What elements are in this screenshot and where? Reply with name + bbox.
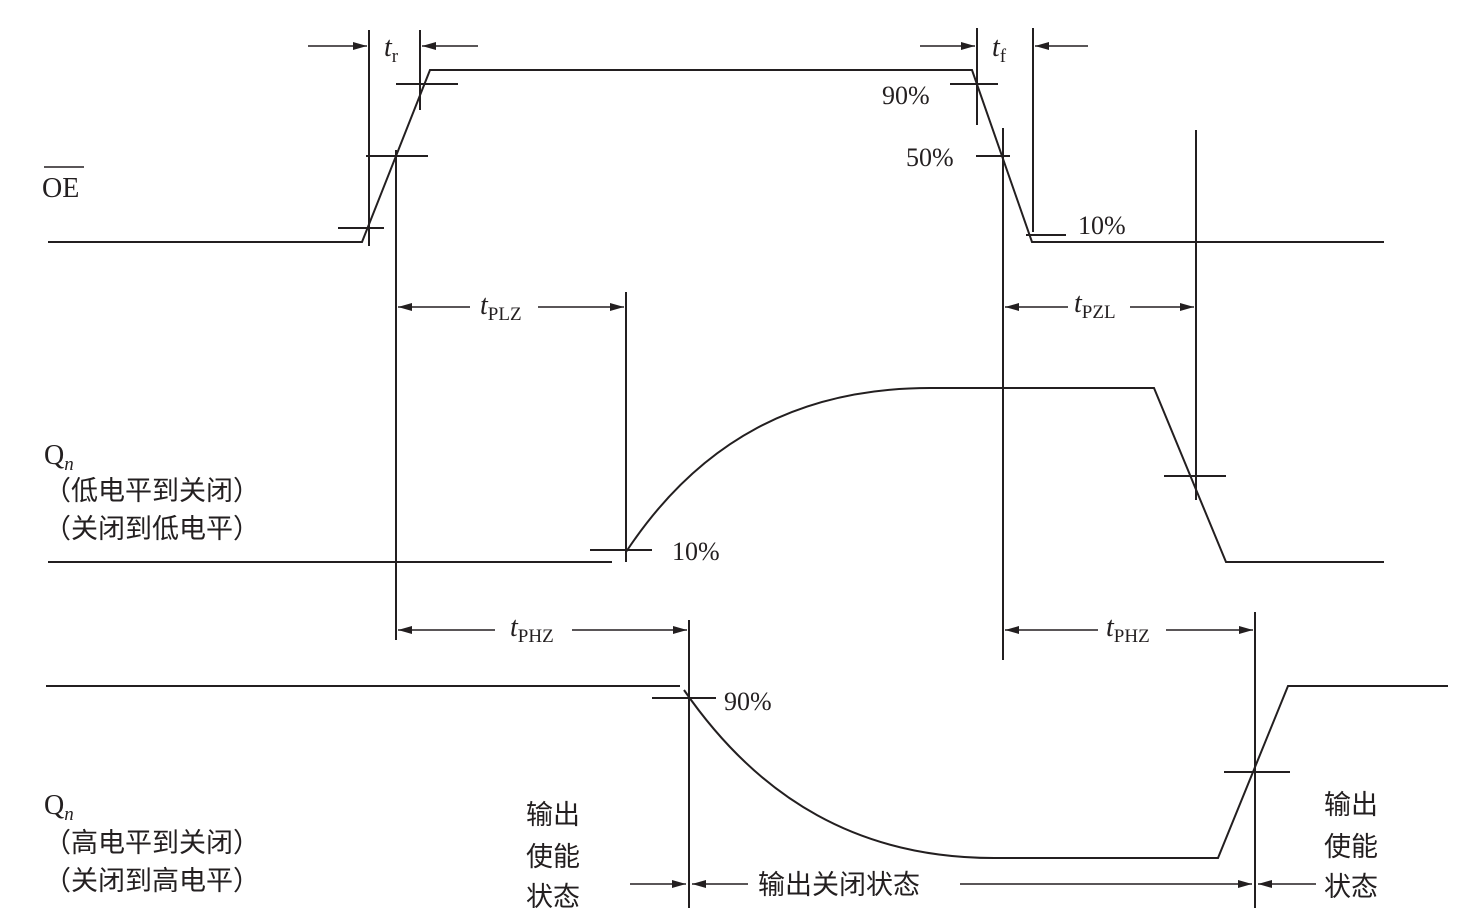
qn2-name: Q	[44, 790, 64, 821]
oe-90-percent: 90%	[882, 81, 930, 110]
svg-text:Qn: Qn	[44, 790, 74, 825]
qn1-10-percent: 10%	[672, 537, 720, 566]
oe-text: OE	[42, 173, 79, 204]
qn1-name: Q	[44, 440, 64, 471]
qn-low-signal-label: Qn （低电平到关闭） （关闭到低电平）	[44, 440, 260, 545]
qn1-description-1: （低电平到关闭）	[44, 476, 260, 507]
tf-label: tf	[992, 32, 1007, 67]
svg-text:输出: 输出	[1324, 790, 1378, 821]
qn2-90-percent: 90%	[724, 687, 772, 716]
oe-50-percent: 50%	[906, 143, 954, 172]
qn2-description-1: （高电平到关闭）	[44, 828, 260, 859]
oe-waveform	[48, 69, 1384, 243]
tphz2-label: tPHZ	[1106, 612, 1150, 647]
svg-text:使能: 使能	[1324, 832, 1378, 863]
tpzl-label: tPZL	[1074, 288, 1116, 323]
output-disabled-state: 输出关闭状态	[758, 870, 920, 901]
svg-text:使能: 使能	[526, 842, 580, 873]
output-enable-state-left: 输出 使能 状态	[526, 800, 580, 913]
oe-signal-label: OE	[42, 166, 84, 204]
svg-text:状态: 状态	[1324, 872, 1378, 903]
qn1-description-2: （关闭到低电平）	[44, 514, 260, 545]
qn1-subscript: n	[64, 454, 74, 475]
tphz1-label: tPHZ	[510, 612, 554, 647]
qn-low-waveform	[48, 387, 1384, 563]
tf-extension-lines	[976, 28, 1034, 232]
oe-10-percent: 10%	[1078, 211, 1126, 240]
qn-high-waveform	[46, 685, 1448, 859]
qn2-description-2: （关闭到高电平）	[44, 866, 260, 897]
svg-text:Qn: Qn	[44, 440, 74, 475]
tplz-label: tPLZ	[480, 290, 522, 325]
output-enable-state-right: 输出 使能 状态	[1324, 790, 1378, 903]
qn2-subscript: n	[64, 804, 74, 825]
svg-text:输出: 输出	[526, 800, 580, 831]
tr-extension-lines	[368, 30, 421, 246]
svg-text:状态: 状态	[526, 882, 580, 913]
qn-high-signal-label: Qn （高电平到关闭） （关闭到高电平）	[44, 790, 260, 897]
tr-label: tr	[384, 32, 399, 67]
